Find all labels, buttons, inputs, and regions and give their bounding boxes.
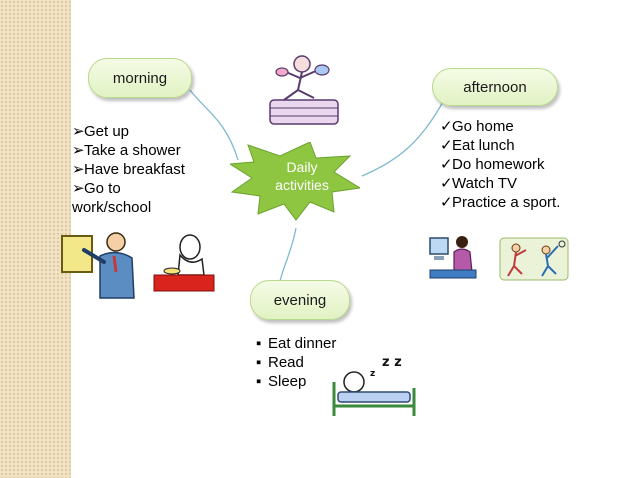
svg-text:z: z bbox=[370, 369, 375, 379]
list-item: ✓Go home bbox=[440, 118, 514, 135]
connector-evening bbox=[279, 227, 297, 282]
checkmark-bullet-icon: ✓ bbox=[440, 118, 453, 135]
list-item: ➢Take a shower bbox=[72, 142, 181, 159]
list-item: ✓Watch TV bbox=[440, 175, 518, 192]
exercise-clipart bbox=[269, 55, 339, 125]
node-afternoon: afternoon bbox=[432, 68, 558, 106]
arrowhead-bullet-icon: ➢ bbox=[72, 142, 85, 159]
list-item: ▪Eat dinner bbox=[256, 335, 337, 352]
svg-text:z z: z z bbox=[382, 355, 402, 370]
list-item: ➢Get up bbox=[72, 123, 130, 140]
list-item: ✓Do homework bbox=[440, 156, 545, 173]
connector-afternoon bbox=[361, 99, 445, 177]
breakfast-clipart bbox=[153, 234, 215, 292]
list-item: ✓Practice a sport. bbox=[440, 194, 561, 211]
morning-list: ➢Get up ➢Take a shower ➢Have breakfast ➢… bbox=[72, 122, 185, 217]
checkmark-bullet-icon: ✓ bbox=[440, 194, 453, 211]
list-item: ➢Have breakfast bbox=[72, 161, 185, 178]
checkmark-bullet-icon: ✓ bbox=[440, 156, 453, 173]
node-morning: morning bbox=[88, 58, 192, 98]
node-morning-label: morning bbox=[112, 69, 168, 87]
square-bullet-icon: ▪ bbox=[256, 335, 262, 352]
decorative-sidebar bbox=[0, 0, 71, 478]
node-evening: evening bbox=[250, 280, 350, 320]
list-item: ▪Read bbox=[256, 354, 304, 371]
node-afternoon-label: afternoon bbox=[463, 78, 527, 96]
sport-clipart bbox=[499, 237, 569, 281]
center-label: Daily activities bbox=[248, 158, 356, 202]
center-star-shape bbox=[230, 142, 360, 221]
sleeping-clipart: z z z bbox=[332, 355, 416, 416]
square-bullet-icon: ▪ bbox=[256, 354, 262, 371]
arrowhead-bullet-icon: ➢ bbox=[72, 123, 85, 140]
center-label-line2: activities bbox=[275, 177, 329, 193]
center-label-line1: Daily bbox=[286, 159, 318, 175]
arrowhead-bullet-icon: ➢ bbox=[72, 180, 85, 197]
teacher-clipart bbox=[61, 232, 135, 299]
arrowhead-bullet-icon: ➢ bbox=[72, 161, 85, 178]
evening-list: ▪Eat dinner ▪Read ▪Sleep bbox=[256, 334, 336, 391]
connector-morning bbox=[189, 89, 239, 161]
node-evening-label: evening bbox=[273, 291, 327, 309]
checkmark-bullet-icon: ✓ bbox=[440, 137, 453, 154]
computer-clipart bbox=[429, 236, 477, 279]
list-item: ▪Sleep bbox=[256, 373, 307, 390]
square-bullet-icon: ▪ bbox=[256, 373, 262, 390]
afternoon-list: ✓Go home ✓Eat lunch ✓Do homework ✓Watch … bbox=[440, 117, 560, 212]
list-item: ✓Eat lunch bbox=[440, 137, 515, 154]
list-item: ➢Go to work/school bbox=[72, 180, 152, 216]
checkmark-bullet-icon: ✓ bbox=[440, 175, 453, 192]
